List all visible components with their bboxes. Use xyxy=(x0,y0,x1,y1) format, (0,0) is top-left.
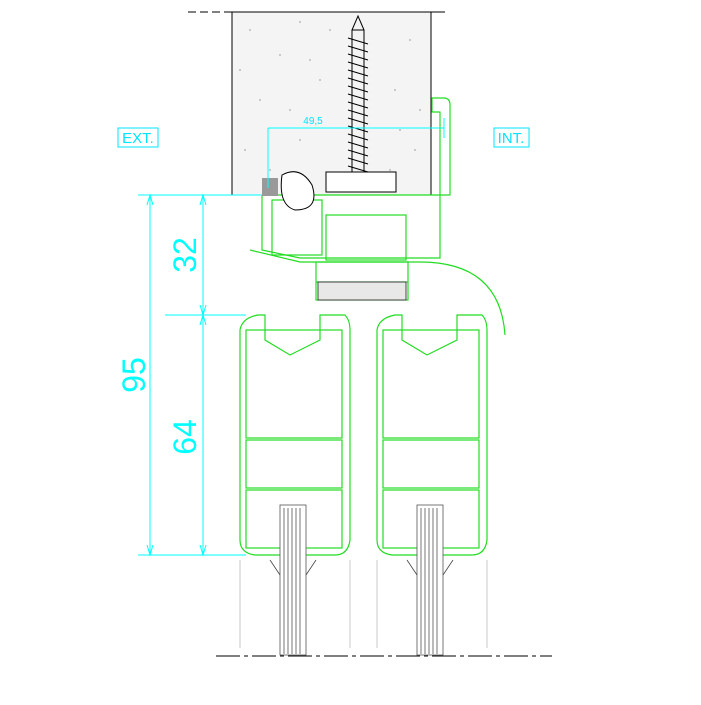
int-label-text: INT. xyxy=(498,130,525,147)
dim-total-height: 95 xyxy=(116,357,152,393)
glass-panes xyxy=(239,504,488,656)
int-label: INT. xyxy=(493,127,530,148)
fixing-screw xyxy=(325,14,397,193)
dimension-lines xyxy=(138,118,445,557)
dim-width-label: 49,5 xyxy=(303,116,323,127)
concrete-lintel xyxy=(188,11,445,196)
dim-bottom-height: 64 xyxy=(167,419,203,455)
seals xyxy=(262,171,407,301)
ext-label-text: EXT. xyxy=(122,130,154,147)
ext-label: EXT. xyxy=(117,127,159,148)
dim-top-height: 32 xyxy=(167,237,203,273)
